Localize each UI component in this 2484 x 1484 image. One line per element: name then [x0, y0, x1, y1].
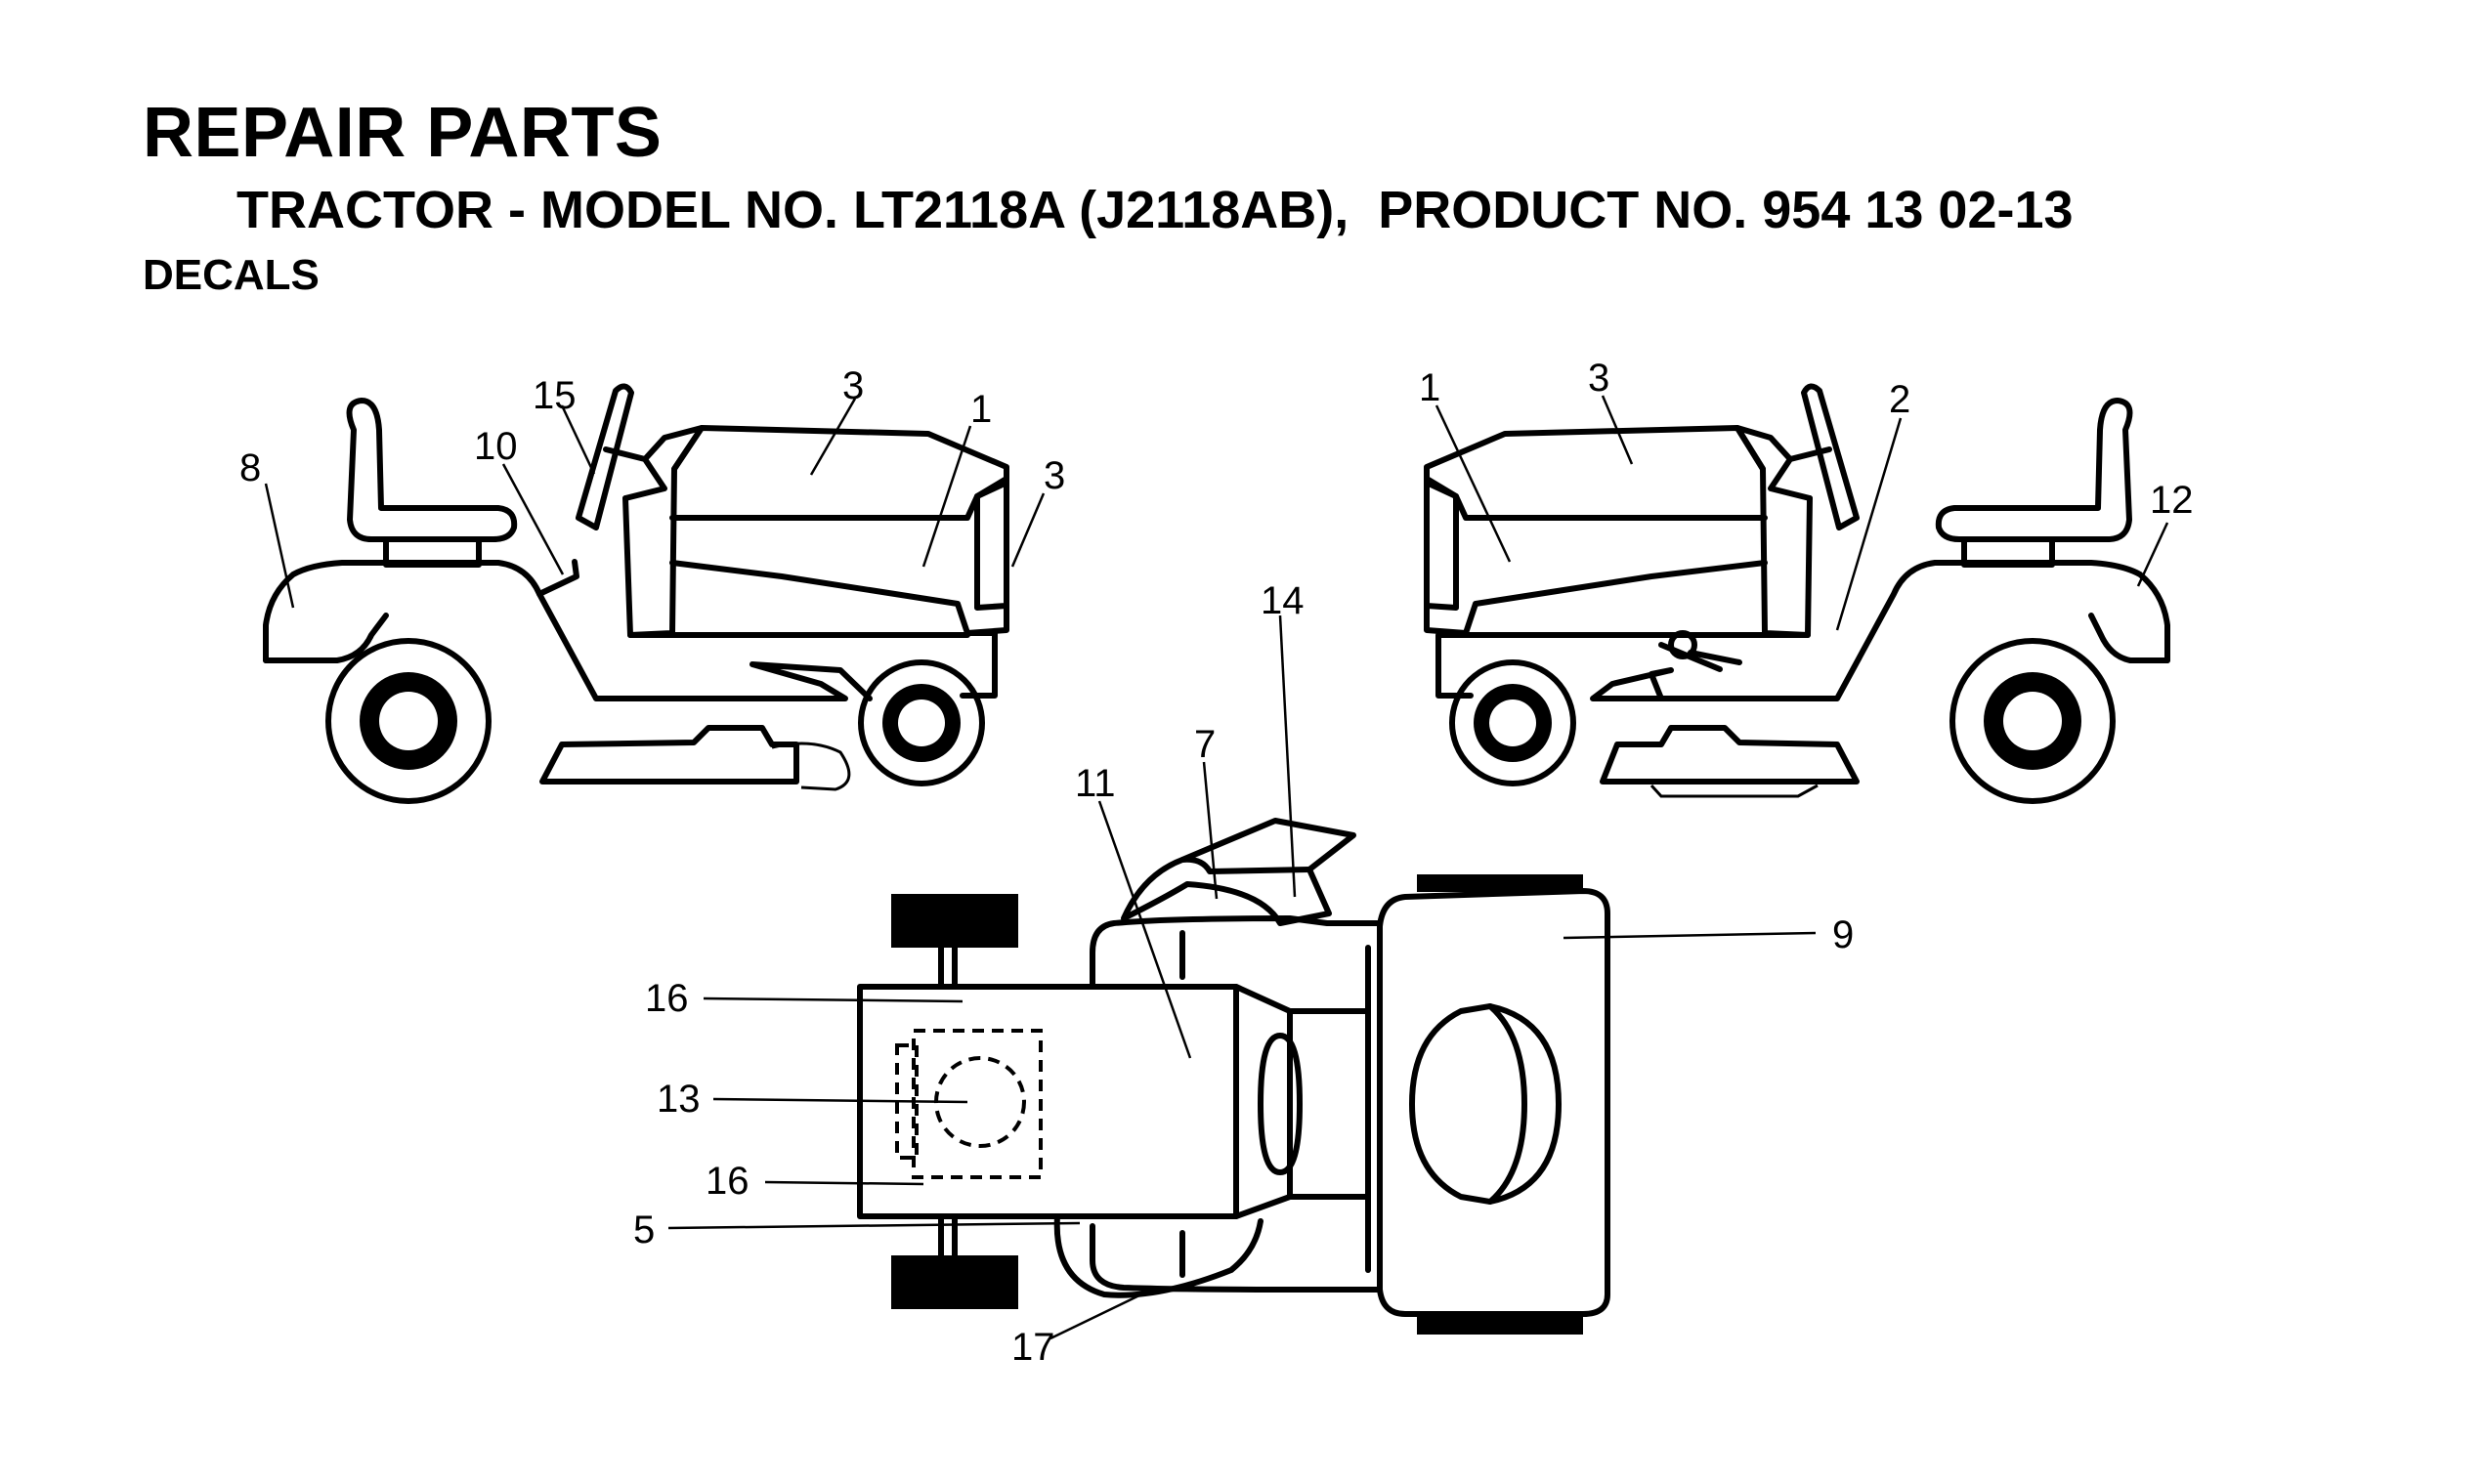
callout-12: 12 — [2150, 479, 2194, 522]
front-tire-top — [1417, 874, 1583, 892]
front-wheel — [858, 659, 985, 786]
callout-5: 5 — [633, 1208, 655, 1251]
front-wheel — [1449, 659, 1576, 786]
hood — [669, 425, 1009, 636]
callout-9: 9 — [1832, 913, 1854, 956]
front-tire-bottom — [1417, 1317, 1583, 1335]
steering-column — [603, 446, 667, 501]
page-title: REPAIR PARTS — [143, 94, 663, 172]
callout-11: 11 — [1075, 762, 1116, 805]
seat — [346, 398, 518, 542]
deck-skirt — [1649, 784, 1819, 798]
discharge-chute — [1121, 818, 1356, 926]
callout-14: 14 — [1261, 579, 1305, 622]
callout-3-hood: 3 — [842, 364, 864, 407]
front-grille — [974, 480, 1009, 611]
fender-cutout — [1053, 1213, 1263, 1298]
rear-fender — [263, 560, 707, 701]
section-title: DECALS — [143, 251, 320, 299]
callout-3: 3 — [1588, 357, 1609, 400]
steering-wheel — [1801, 383, 1860, 530]
callout-3-front: 3 — [1044, 454, 1065, 497]
callout-1: 1 — [1419, 366, 1440, 409]
steering-wheel — [576, 383, 634, 530]
frame-line — [2088, 613, 2170, 663]
running-board — [1590, 667, 1742, 701]
callout-16-lower: 16 — [706, 1160, 749, 1203]
callout-8: 8 — [239, 446, 261, 489]
mower-deck — [539, 725, 799, 784]
callout-17: 17 — [1011, 1326, 1055, 1369]
headlight-lens — [1409, 1003, 1562, 1205]
callout-16-upper: 16 — [645, 977, 689, 1020]
rear-wheel — [325, 638, 492, 804]
hood — [1424, 425, 1768, 636]
body-top — [1090, 915, 1383, 990]
discharge-chute — [771, 742, 851, 791]
front-grille — [1424, 480, 1459, 611]
callout-10: 10 — [474, 425, 518, 468]
running-board — [701, 661, 873, 701]
steering-hub — [1258, 1033, 1303, 1175]
tractor-left-side-view: 8 10 15 3 1 3 — [239, 364, 1065, 804]
model-subtitle: TRACTOR - MODEL NO. LT2118A (J2118AB), P… — [236, 181, 2074, 239]
steering-column — [1768, 446, 1832, 501]
hood-top — [1377, 888, 1610, 1317]
rear-fender — [1736, 560, 2170, 701]
chassis — [1435, 632, 1811, 699]
rear-tire-bottom — [891, 1255, 1018, 1309]
callout-1: 1 — [970, 388, 992, 431]
callout-15: 15 — [533, 374, 577, 417]
battery-outline — [912, 1029, 1043, 1179]
rear-tire-top — [891, 894, 1018, 948]
rear-wheel — [1949, 638, 2116, 804]
frame-line — [263, 613, 389, 663]
hood-lower-edge — [669, 476, 1009, 521]
hood-lower-edge — [1424, 476, 1768, 521]
callout-13: 13 — [657, 1078, 701, 1121]
seat — [1935, 398, 2133, 542]
tractor-top-view: 14 7 11 9 16 13 16 5 17 — [633, 579, 1854, 1369]
body-line — [536, 559, 579, 597]
dash-area — [1233, 984, 1371, 1014]
tractor-right-side-view: 1 3 2 12 — [1419, 357, 2194, 804]
callout-2: 2 — [1889, 378, 1910, 421]
mower-deck — [1600, 725, 1860, 784]
chassis — [627, 630, 998, 699]
callout-7: 7 — [1194, 723, 1216, 766]
